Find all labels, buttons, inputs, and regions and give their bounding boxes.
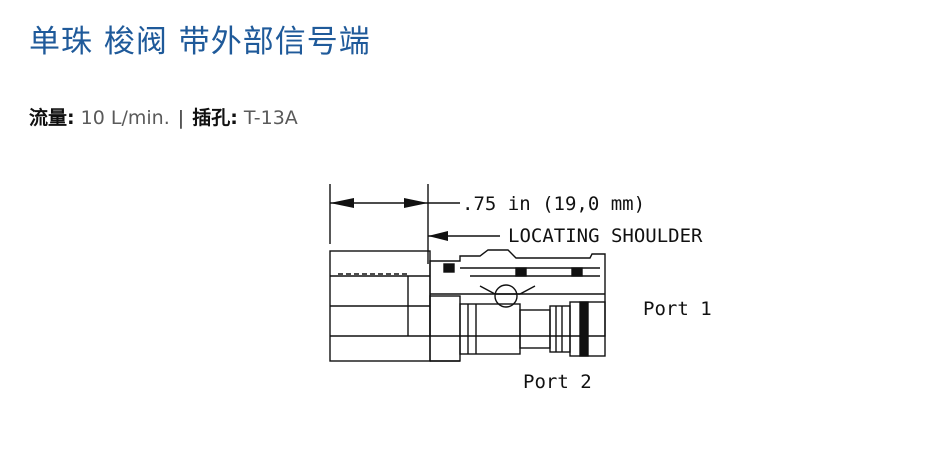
- cavity-value: T-13A: [243, 107, 298, 129]
- o-ring-3: [571, 267, 583, 277]
- cavity-label: 插孔:: [192, 107, 238, 129]
- dimension-arrow-right: [404, 198, 428, 208]
- o-ring-2: [515, 267, 527, 277]
- valve-drawing: .75 in (19,0 mm) LOCATING SHOULDER Port …: [320, 176, 750, 406]
- end-seal: [579, 301, 589, 357]
- valve-spool: [459, 303, 521, 355]
- dimension-label: .75 in (19,0 mm): [462, 193, 645, 215]
- dimension-arrow-left: [330, 198, 354, 208]
- shoulder-arrow: [428, 231, 448, 241]
- page-title: 单珠 梭阀 带外部信号端: [29, 24, 371, 60]
- port2-label: Port 2: [523, 371, 592, 393]
- valve-cross-section-diagram: .75 in (19,0 mm) LOCATING SHOULDER Port …: [329, 184, 712, 393]
- flow-label: 流量:: [29, 107, 75, 129]
- shuttle-ball: [494, 284, 518, 308]
- valve-cartridge-upper: [429, 249, 606, 337]
- flow-value: 10 L/min.: [80, 107, 170, 129]
- shoulder-label: LOCATING SHOULDER: [508, 225, 703, 247]
- o-ring-1: [443, 263, 455, 273]
- spec-separator: |: [177, 107, 185, 129]
- port1-label: Port 1: [643, 298, 712, 320]
- spec-line: 流量: 10 L/min. | 插孔: T-13A: [29, 103, 298, 130]
